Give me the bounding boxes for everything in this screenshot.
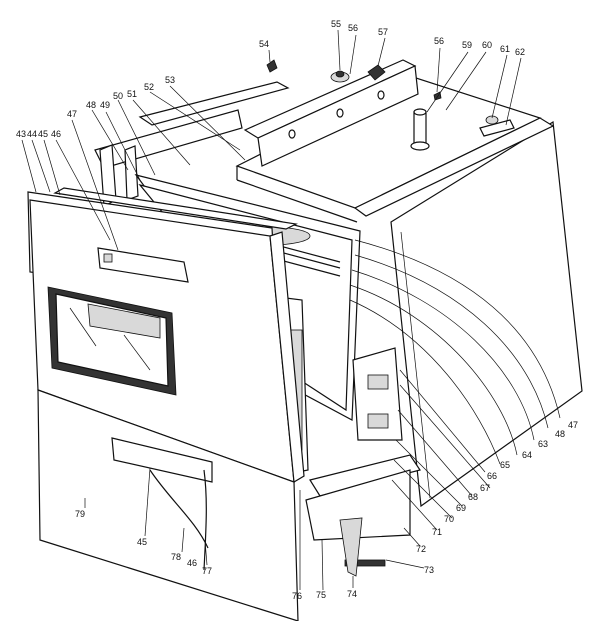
callout-66: 66: [487, 471, 497, 481]
callout-67: 67: [480, 483, 490, 493]
callout-48: 48: [86, 100, 96, 110]
callout-64: 64: [522, 450, 532, 460]
callout-54: 54: [259, 39, 269, 49]
callout-45: 45: [38, 129, 48, 139]
callout-65: 65: [500, 460, 510, 470]
callout-49: 49: [100, 100, 110, 110]
callout-51: 51: [127, 89, 137, 99]
manifold-rail: [243, 59, 419, 167]
callout-47: 47: [67, 109, 77, 119]
callout-47-right: 47: [568, 420, 578, 430]
drawer-rail: [305, 454, 421, 577]
callout-72: 72: [416, 544, 426, 554]
callout-46: 46: [51, 129, 61, 139]
callout-70: 70: [444, 514, 454, 524]
callout-48-right: 48: [555, 429, 565, 439]
callout-63: 63: [538, 439, 548, 449]
door-handle-bracket: [97, 247, 189, 283]
rear-frame: [94, 81, 290, 207]
callout-56-right: 56: [434, 36, 444, 46]
callout-60: 60: [482, 40, 492, 50]
callout-46-bottom: 46: [187, 558, 197, 568]
callout-69: 69: [456, 503, 466, 513]
side-panel: [390, 120, 583, 508]
callout-50: 50: [113, 91, 123, 101]
callout-53: 53: [165, 75, 175, 85]
callout-74: 74: [347, 589, 357, 599]
callout-labels: 43 44 45 46 47 48 49 50 51 52 53 54 55 5…: [16, 19, 578, 601]
callout-77: 77: [202, 566, 212, 576]
callout-62: 62: [515, 47, 525, 57]
callout-43: 43: [16, 129, 26, 139]
callout-44: 44: [27, 129, 37, 139]
door-hinge: [352, 347, 403, 441]
callout-75: 75: [316, 590, 326, 600]
callout-73: 73: [424, 565, 434, 575]
callout-45-bottom: 45: [137, 537, 147, 547]
callout-52: 52: [144, 82, 154, 92]
callout-57: 57: [378, 27, 388, 37]
gas-inlet-pipe: [410, 108, 430, 151]
callout-71: 71: [432, 527, 442, 537]
callout-55: 55: [331, 19, 341, 29]
callout-78: 78: [171, 552, 181, 562]
callout-76: 76: [292, 591, 302, 601]
callout-61: 61: [500, 44, 510, 54]
leader-lines: [21, 29, 561, 591]
callout-56-top: 56: [348, 23, 358, 33]
callout-59: 59: [462, 40, 472, 50]
callout-68: 68: [468, 492, 478, 502]
door-window: [47, 286, 177, 396]
callout-79: 79: [75, 509, 85, 519]
cabinet-top: [235, 76, 555, 223]
